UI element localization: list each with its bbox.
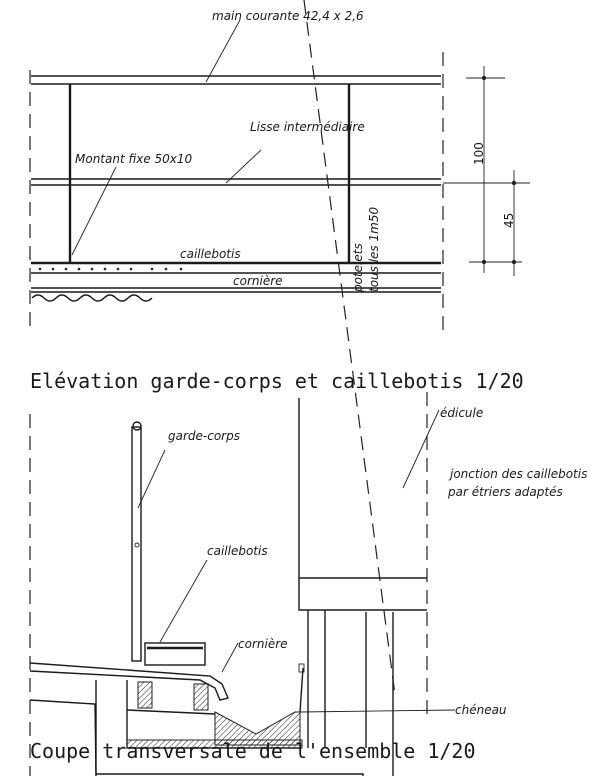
corrugated-roof bbox=[31, 294, 153, 302]
label-mid-rail: Lisse intermédiaire bbox=[250, 120, 365, 134]
label-note-1: jonction des caillebotis bbox=[448, 467, 587, 481]
dimension-100: 100 bbox=[472, 142, 486, 165]
structure-posts bbox=[307, 610, 394, 776]
elevation-title: Elévation garde-corps et caillebotis 1/2… bbox=[30, 369, 524, 393]
angle-iron-section bbox=[29, 662, 229, 701]
structure-edicule bbox=[298, 398, 427, 611]
dimension-45: 45 bbox=[502, 213, 516, 228]
label-guardrail: garde-corps bbox=[168, 429, 240, 443]
label-posts-spacing-2: tous les 1m50 bbox=[367, 207, 381, 292]
grating-section bbox=[144, 642, 206, 666]
guardrail-tube bbox=[131, 426, 142, 662]
section-view: garde-corps caillebotis cornière édicule… bbox=[29, 0, 587, 776]
label-posts-spacing-1: potelets bbox=[351, 243, 365, 293]
label-angle: cornière bbox=[233, 274, 283, 288]
section-title: Coupe transversale de l'ensemble 1/20 bbox=[30, 739, 476, 763]
grating-dots bbox=[38, 267, 183, 271]
label-structure: édicule bbox=[440, 406, 483, 420]
dimension-lines bbox=[443, 66, 530, 276]
label-grating: caillebotis bbox=[180, 247, 241, 261]
label-note-2: par étriers adaptés bbox=[447, 485, 563, 499]
label-grating: caillebotis bbox=[207, 544, 268, 558]
label-angle: cornière bbox=[238, 637, 288, 651]
elevation-view: main courante 42,4 x 2,6 Lisse intermédi… bbox=[29, 9, 530, 393]
label-gutter: chéneau bbox=[455, 703, 507, 717]
label-post: Montant fixe 50x10 bbox=[75, 152, 193, 166]
label-handrail: main courante 42,4 x 2,6 bbox=[212, 9, 364, 23]
